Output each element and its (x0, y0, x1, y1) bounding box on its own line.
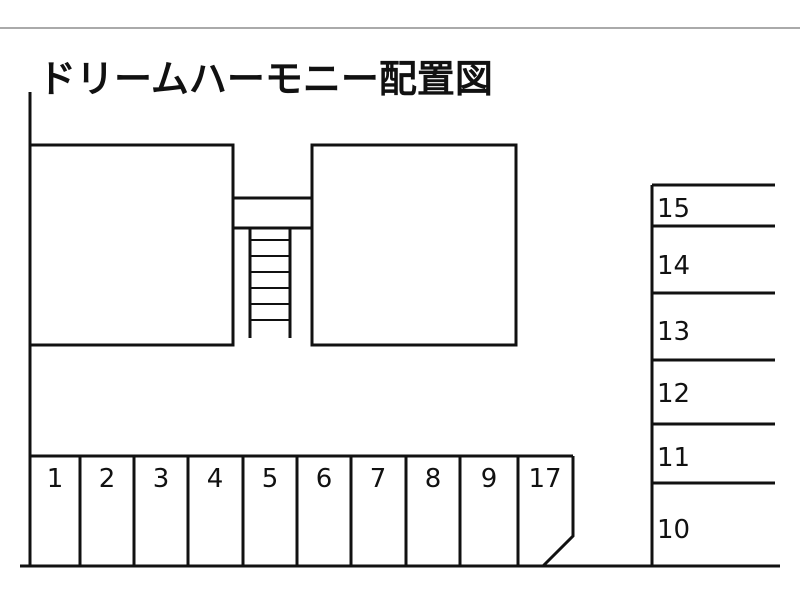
building-right (310, 143, 518, 347)
parking-space-label: 11 (657, 443, 690, 473)
parking-space-label: 7 (370, 464, 387, 494)
parking-space-label: 13 (657, 317, 690, 347)
parking-space-label: 3 (153, 464, 170, 494)
parking-space-label: 4 (207, 464, 224, 494)
staircase (248, 228, 292, 338)
parking-space-label: 6 (316, 464, 333, 494)
parking-space-label: 2 (99, 464, 116, 494)
parking-space-label: 5 (262, 464, 279, 494)
parking-row-bottom: 1 2 3 4 5 6 7 8 9 17 (30, 454, 575, 568)
building-left (28, 143, 235, 347)
parking-space-label: 8 (425, 464, 442, 494)
parking-space-label: 9 (481, 464, 498, 494)
parking-column-right: 15 14 13 12 11 10 (650, 183, 775, 566)
parking-space-17-outline (541, 456, 575, 568)
connecting-corridor (231, 196, 314, 230)
parking-space-label: 10 (657, 515, 690, 545)
parking-space-label: 15 (657, 194, 690, 224)
parking-space-label: 1 (47, 464, 64, 494)
parking-space-label: 17 (528, 464, 561, 494)
parking-space-label: 12 (657, 379, 690, 409)
parking-space-label: 14 (657, 251, 690, 281)
diagram-title: ドリームハーモニー配置図 (38, 57, 493, 101)
